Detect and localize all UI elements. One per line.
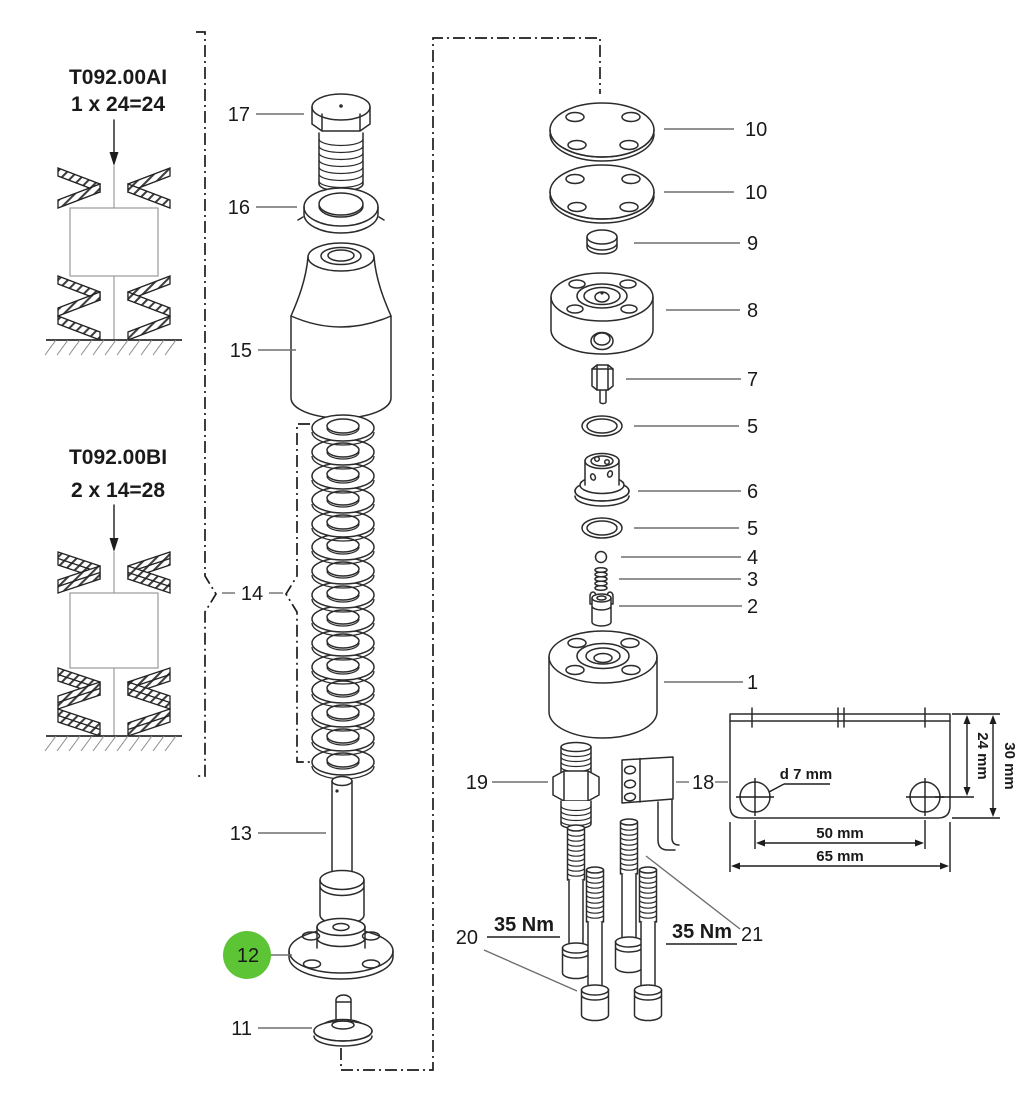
part-5-o-ring-b (581, 517, 623, 539)
label-part-9: 9 (747, 233, 758, 255)
part-3-spring (594, 566, 608, 592)
label-part-10a: 10 (745, 119, 767, 141)
part-labels: 17 16 15 14 13 11 10 10 9 8 7 5 6 5 4 3 … (228, 104, 768, 1040)
label-part-13: 13 (230, 823, 252, 845)
part-10-disc-a (549, 102, 655, 162)
note-stack-a: T092.00AI 1 x 24=24 (69, 66, 167, 116)
label-part-19: 19 (466, 772, 488, 794)
label-part-1: 1 (747, 672, 758, 694)
part-11-mushroom-pin (313, 994, 373, 1047)
part-10-disc-b (549, 164, 655, 224)
part-7-plug (591, 364, 614, 405)
label-part-2: 2 (747, 596, 758, 618)
label-part-20: 20 (456, 927, 478, 949)
part-15-cone-housing (290, 242, 392, 419)
part-17-plug-screw (311, 93, 371, 192)
dim-24mm: 24 mm (974, 732, 991, 780)
bolt-back-left (561, 824, 591, 980)
torque-label-right: 35 Nm (672, 921, 732, 943)
part-14-disc-spring-stack (311, 414, 375, 780)
torque-label-left: 35 Nm (494, 914, 554, 936)
part-8-upper-body (550, 272, 654, 355)
part-1-lower-body (548, 630, 658, 739)
dim-65mm: 65 mm (816, 848, 864, 865)
part-6-valve-seat (574, 452, 630, 507)
part-18-angle-bracket (621, 756, 680, 851)
highlight-circle[interactable] (223, 931, 271, 979)
spring-stack-diagram-a (44, 119, 182, 356)
label-part-15: 15 (230, 340, 252, 362)
label-part-21: 21 (741, 924, 763, 946)
reference-bracket-stack (285, 423, 310, 763)
part-2-valve-cage (589, 591, 614, 627)
label-part-17: 17 (228, 104, 250, 126)
bracket-dimension-drawing: d 7 mm 24 mm 30 mm 50 mm 65 mm (729, 707, 1018, 872)
dim-30mm: 30 mm (1001, 742, 1018, 790)
label-part-4: 4 (747, 547, 758, 569)
label-part-14: 14 (241, 583, 263, 605)
stack-a-formula: 1 x 24=24 (71, 93, 165, 116)
part-13-guide-rod (319, 775, 365, 926)
label-part-7: 7 (747, 369, 758, 391)
note-stack-b: T092.00BI 2 x 14=28 (69, 446, 167, 502)
part-9-cap (586, 229, 618, 255)
label-part-11: 11 (231, 1018, 252, 1040)
label-part-5b: 5 (747, 518, 758, 540)
bolt-group (561, 818, 663, 1022)
label-part-5a: 5 (747, 416, 758, 438)
label-part-12[interactable]: 12 (237, 945, 259, 967)
bolt-back-right (614, 818, 644, 974)
leader-lines (222, 113, 743, 1029)
label-part-16: 16 (228, 197, 250, 219)
stack-a-code: T092.00AI (69, 66, 167, 89)
dim-50mm: 50 mm (816, 825, 864, 842)
part-5-o-ring-a (581, 415, 623, 437)
highlight-part-12-target[interactable]: 12 (223, 931, 271, 979)
down-arrow-icon (109, 152, 119, 166)
part-16-ring-nut (297, 187, 385, 234)
label-part-8: 8 (747, 300, 758, 322)
dim-hole-diameter: d 7 mm (780, 766, 833, 783)
stack-b-formula: 2 x 14=28 (71, 479, 165, 502)
stack-b-code: T092.00BI (69, 446, 167, 469)
label-part-10b: 10 (745, 182, 767, 204)
label-part-18: 18 (692, 772, 714, 794)
part-12-flange-highlighted[interactable] (288, 917, 394, 980)
reference-bracket-left (196, 31, 217, 777)
label-part-3: 3 (747, 569, 758, 591)
spring-stack-diagram-b (44, 504, 182, 752)
down-arrow-icon (109, 538, 119, 552)
assembly-axis-fold-line (340, 37, 601, 1071)
part-4-ball (594, 550, 608, 564)
part-19-nipple-fitting (552, 741, 600, 830)
label-part-6: 6 (747, 481, 758, 503)
